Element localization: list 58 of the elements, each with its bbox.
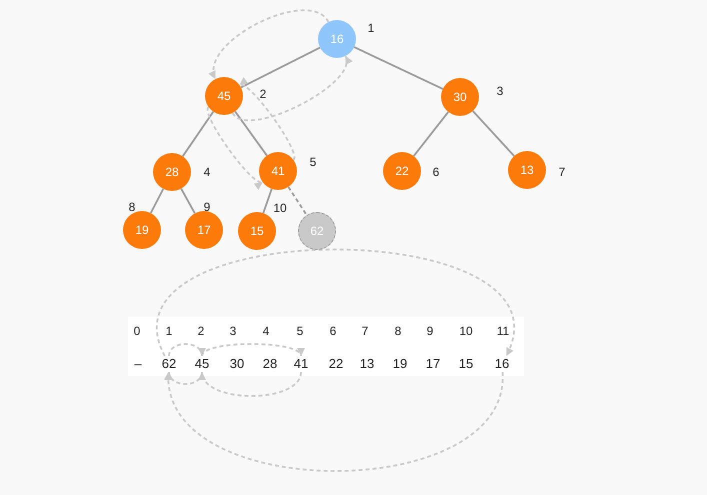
index-number: 5 bbox=[310, 155, 316, 169]
connector-line bbox=[180, 188, 196, 214]
connector-line bbox=[354, 46, 444, 90]
array-value: 13 bbox=[355, 356, 379, 372]
heap-node-circle: 16 bbox=[318, 20, 356, 58]
connector-line bbox=[182, 111, 214, 157]
index-number: 3 bbox=[230, 324, 236, 338]
index-number: 4 bbox=[262, 324, 270, 338]
heap-node-circle: 13 bbox=[508, 151, 546, 189]
index-number: 2 bbox=[198, 324, 204, 338]
index-number: 10 bbox=[273, 201, 287, 215]
arrow bbox=[156, 248, 514, 356]
index-number: 9 bbox=[426, 324, 434, 338]
heap-node-circle: 28 bbox=[153, 153, 191, 191]
heap-node-circle: 17 bbox=[185, 211, 223, 249]
array-value: 22 bbox=[324, 356, 348, 372]
array-value: 19 bbox=[388, 356, 412, 372]
index-number: 11 bbox=[496, 324, 510, 338]
heap-node-circle: 15 bbox=[238, 212, 276, 250]
heap-node-circle: 22 bbox=[383, 152, 421, 190]
index-number: 9 bbox=[204, 200, 210, 214]
connector-line bbox=[240, 46, 320, 88]
index-number: 5 bbox=[296, 324, 304, 338]
array-value: 28 bbox=[258, 356, 282, 372]
arrow bbox=[210, 9, 330, 80]
index-number: 8 bbox=[394, 324, 402, 338]
array-value: 16 bbox=[490, 356, 514, 372]
arrow bbox=[200, 372, 302, 397]
arrow bbox=[166, 372, 203, 385]
connector-line bbox=[413, 111, 449, 157]
array-value: 30 bbox=[225, 356, 249, 372]
array-value: 62 bbox=[157, 356, 181, 372]
heap-node-circle: 19 bbox=[123, 211, 161, 249]
array-value: 17 bbox=[421, 356, 445, 372]
index-number: 7 bbox=[362, 324, 368, 338]
heap-node-circle: 45 bbox=[205, 77, 243, 115]
index-number: 6 bbox=[432, 165, 440, 179]
heap-node-circle: 41 bbox=[259, 152, 297, 190]
heap-node-circle: 30 bbox=[441, 78, 479, 116]
index-number: 7 bbox=[558, 165, 566, 179]
connector-line bbox=[262, 188, 273, 214]
array-value: 45 bbox=[190, 356, 214, 372]
index-number: 0 bbox=[134, 324, 140, 338]
index-number: 10 bbox=[459, 324, 473, 338]
arrow bbox=[166, 372, 504, 472]
connector-line bbox=[150, 188, 164, 214]
index-number: 8 bbox=[128, 200, 136, 214]
connector-line bbox=[288, 186, 308, 216]
arrow bbox=[201, 343, 302, 356]
connector-line bbox=[472, 110, 515, 157]
arrow bbox=[168, 343, 205, 356]
index-number: 3 bbox=[496, 84, 504, 98]
array-value: 41 bbox=[289, 356, 313, 372]
array-value: 15 bbox=[454, 356, 478, 372]
index-number: 1 bbox=[368, 21, 374, 35]
array-value: – bbox=[126, 356, 150, 372]
index-number: 1 bbox=[166, 324, 172, 338]
index-number: 6 bbox=[330, 324, 336, 338]
